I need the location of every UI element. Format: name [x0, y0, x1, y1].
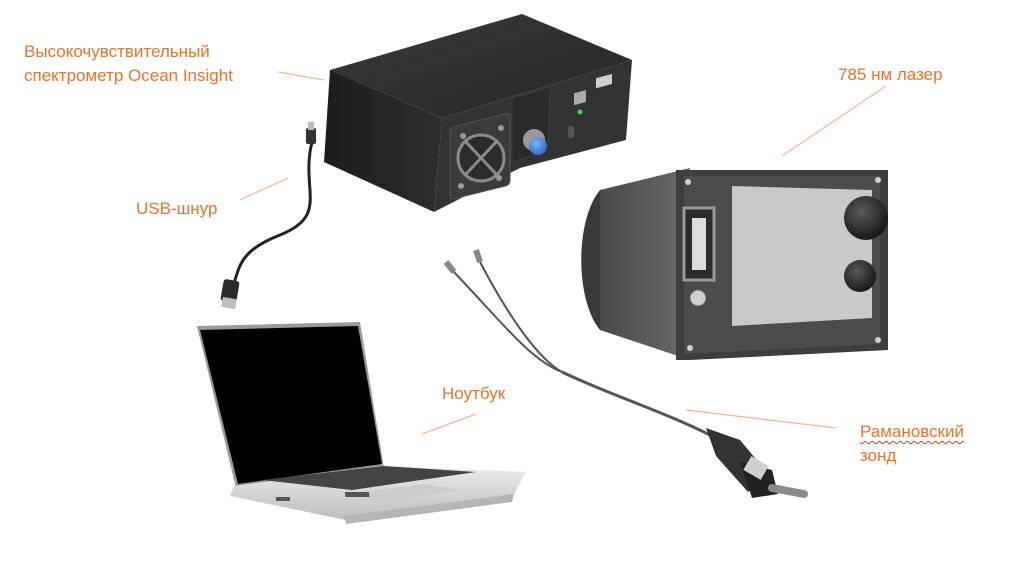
leader-probe — [685, 409, 837, 429]
fan-icon — [449, 113, 511, 200]
leader-usb — [239, 177, 289, 201]
label-spectrometer-line2: спектрометр Ocean Insight — [24, 66, 233, 85]
laptop-trackpad — [346, 484, 460, 502]
leader-laptop — [421, 413, 477, 435]
usb-cable — [220, 122, 316, 310]
label-probe-line2: зонд — [860, 446, 897, 465]
label-spectrometer-line1: Высокочувствительный — [24, 42, 210, 61]
spectrometer-device — [324, 14, 632, 212]
leader-spectrometer — [277, 71, 325, 81]
laser-power-knob — [844, 196, 888, 240]
laptop-keyboard — [262, 466, 476, 490]
label-raman-probe: Рамановский зонд — [860, 420, 964, 468]
laser-adjust-knob — [844, 260, 876, 292]
laptop-screen — [200, 326, 382, 484]
raman-probe-device — [443, 249, 808, 498]
label-usb-cable: USB-шнур — [136, 199, 218, 218]
leader-lines — [239, 71, 887, 435]
usb-connector-icon — [596, 74, 612, 89]
label-laptop: Ноутбук — [442, 384, 506, 403]
laser-key-switch — [689, 289, 707, 307]
label-laser: 785 нм лазер — [838, 65, 943, 84]
label-spectrometer: Высокочувствительный спектрометр Ocean I… — [24, 40, 233, 88]
laptop-device — [197, 322, 526, 524]
leader-laser — [781, 85, 887, 157]
laser-device — [581, 168, 888, 360]
label-probe-line1: Рамановский — [860, 422, 964, 441]
